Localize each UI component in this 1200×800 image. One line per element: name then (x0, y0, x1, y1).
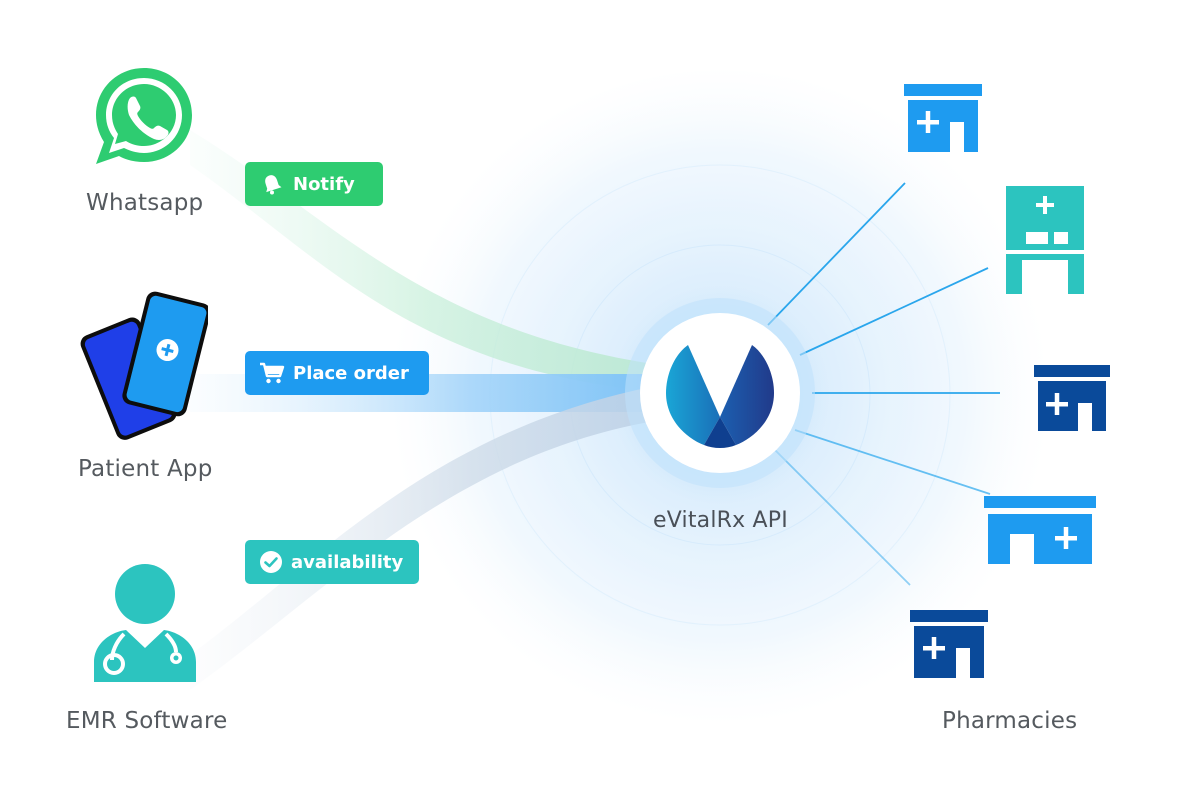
notify-pill: Notify (245, 162, 383, 206)
evitalrx-logo (666, 345, 774, 448)
place-order-pill: Place order (245, 351, 429, 395)
notify-label: Notify (293, 173, 355, 195)
cart-icon (259, 360, 285, 386)
mobile-phones-icon (80, 291, 208, 440)
emr-flow (190, 385, 660, 690)
pharmacy-icon (984, 496, 1096, 564)
connector-line (774, 449, 911, 586)
emr-label: EMR Software (66, 708, 228, 734)
pharmacy-icon (910, 610, 988, 678)
check-circle-icon (259, 549, 283, 575)
pharmacy-icon (1006, 186, 1084, 294)
whatsapp-flow (190, 130, 660, 392)
connector-line (794, 429, 991, 495)
place-order-label: Place order (293, 362, 409, 384)
bell-icon (259, 171, 285, 197)
connector-line (767, 182, 906, 326)
availability-label: availability (291, 551, 404, 573)
pharmacy-icon (1034, 365, 1110, 431)
whatsapp-icon (96, 68, 192, 164)
pharmacies-label: Pharmacies (942, 708, 1078, 734)
whatsapp-label: Whatsapp (86, 190, 204, 216)
availability-pill: availability (245, 540, 419, 584)
connector-line (799, 267, 989, 356)
hub-label: eVitalRx API (653, 508, 788, 533)
doctor-icon (94, 564, 196, 682)
pharmacy-connectors (767, 182, 1000, 586)
patient-app-label: Patient App (78, 456, 213, 482)
pharmacy-icon (904, 84, 982, 152)
